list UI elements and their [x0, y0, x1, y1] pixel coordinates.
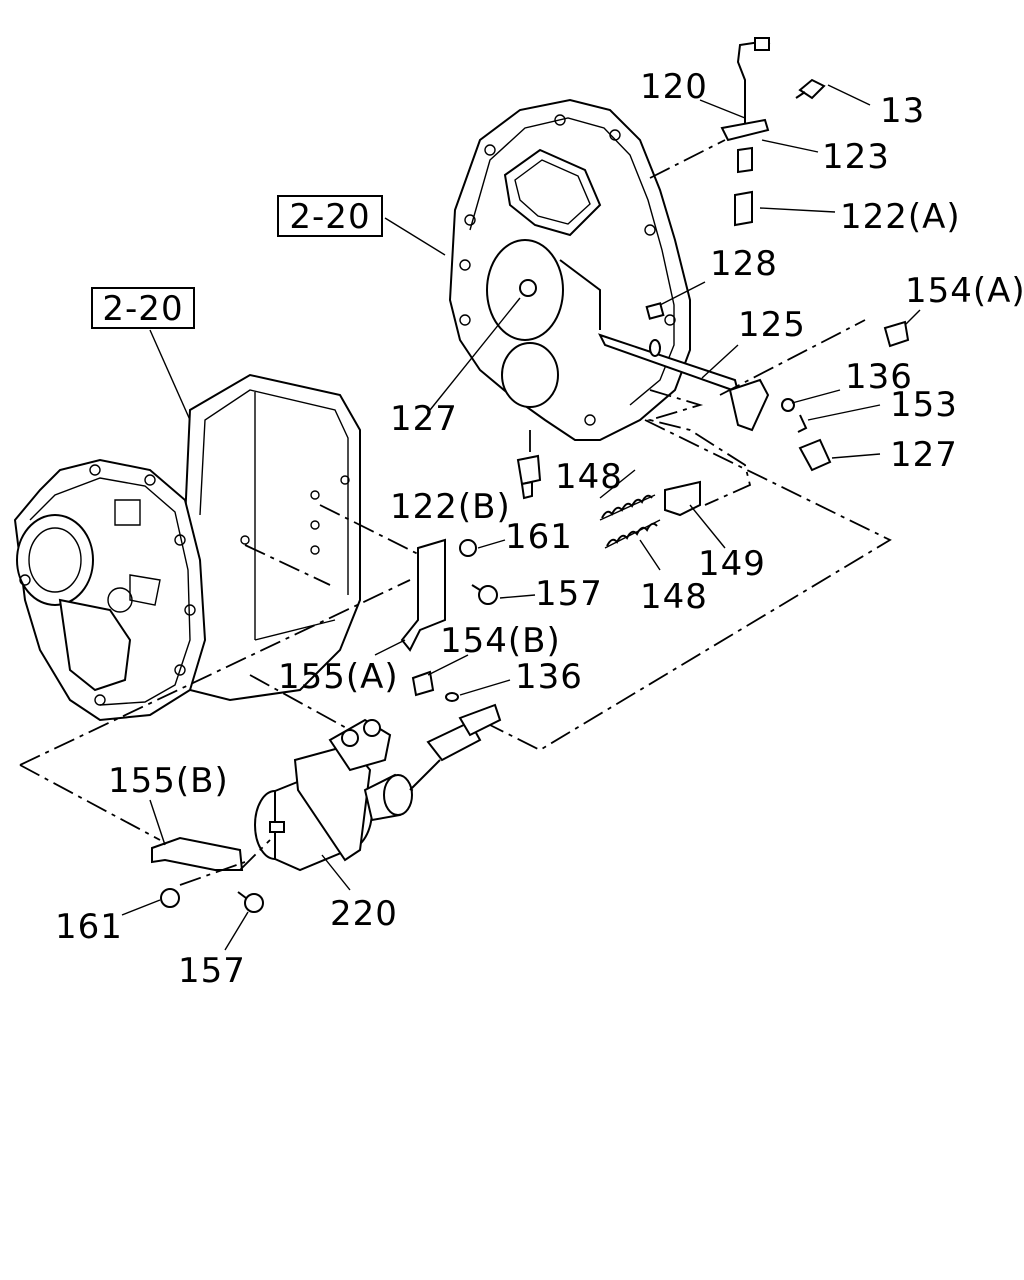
label-127-center: 127	[390, 399, 458, 439]
label-220: 220	[330, 894, 398, 934]
label-122a: 122(A)	[840, 197, 961, 237]
ref-label-upper: 2-20	[289, 197, 370, 237]
part-labels: 120 13 123 122(A) 128 154(A) 125 136 153…	[55, 67, 1024, 991]
label-157-lower: 157	[178, 951, 246, 991]
reference-box-left[interactable]: 2-20	[91, 287, 195, 329]
label-155b: 155(B)	[108, 761, 229, 801]
label-123: 123	[822, 137, 890, 177]
label-120: 120	[640, 67, 708, 107]
transmission-case	[13, 373, 361, 722]
label-154a: 154(A)	[905, 271, 1024, 311]
label-149: 149	[698, 544, 766, 584]
label-154b: 154(B)	[440, 621, 561, 661]
assembly-lines	[19, 139, 892, 886]
label-157-upper: 157	[535, 574, 603, 614]
clutch-booster	[254, 703, 502, 872]
label-153: 153	[890, 385, 958, 425]
reference-box-upper[interactable]: 2-20	[277, 195, 383, 237]
label-128: 128	[710, 244, 778, 284]
flywheel-housing	[448, 98, 691, 441]
label-161-lower: 161	[55, 907, 123, 947]
label-136-upper: 136	[845, 357, 913, 397]
leader-lines	[121, 84, 921, 951]
label-148-upper: 148	[555, 457, 623, 497]
ref-label-left: 2-20	[102, 289, 183, 329]
small-parts	[151, 37, 910, 913]
label-13: 13	[880, 91, 925, 131]
label-148-lower: 148	[640, 577, 708, 617]
label-155a: 155(A)	[278, 657, 399, 697]
label-127-right: 127	[890, 435, 958, 475]
label-122b: 122(B)	[390, 487, 511, 527]
label-161-upper: 161	[505, 517, 573, 557]
label-136-lower: 136	[515, 657, 583, 697]
label-125: 125	[738, 305, 806, 345]
